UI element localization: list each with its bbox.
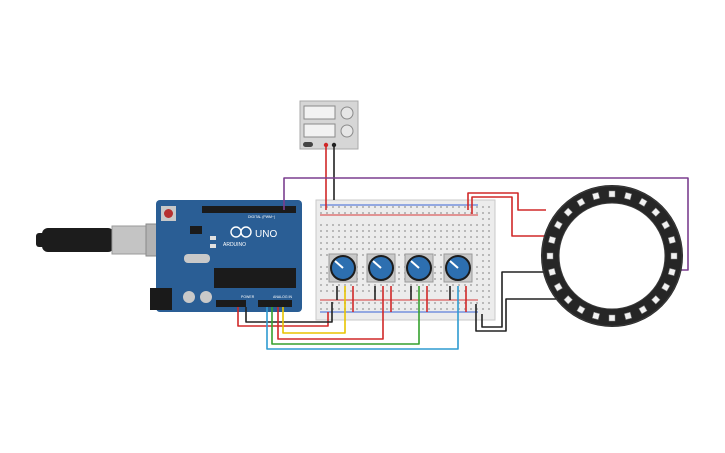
wires — [237, 145, 689, 350]
analog-label: ANALOG IN — [273, 295, 293, 299]
wire-ring-power-1 — [467, 192, 546, 211]
crystal — [184, 254, 210, 263]
neopixel-led — [670, 252, 678, 260]
arduino-logo — [230, 226, 252, 238]
neopixel-led — [563, 207, 573, 217]
power-switch[interactable] — [303, 142, 313, 147]
digital-header — [202, 206, 296, 213]
potentiometer-1[interactable] — [328, 253, 358, 283]
neopixel-led — [553, 220, 563, 230]
neopixel-led — [553, 282, 563, 292]
neopixel-led — [651, 295, 661, 305]
neopixel-led — [624, 192, 632, 201]
potentiometers — [328, 253, 473, 283]
neopixel-led — [608, 314, 616, 322]
neopixel-led — [608, 190, 616, 198]
analog-header — [258, 300, 292, 307]
wire-pot2-signal — [277, 286, 384, 340]
voltage-display — [303, 105, 336, 120]
power-supply[interactable] — [299, 100, 359, 150]
power-jack[interactable] — [150, 288, 172, 310]
current-display — [303, 123, 336, 138]
wire-ring-ground-1 — [481, 271, 546, 328]
wire-ring-power-2 — [471, 196, 546, 237]
wire-pot4-signal — [266, 286, 459, 350]
wire-arduino-gnd — [245, 302, 333, 323]
neopixel-led — [548, 236, 557, 244]
neopixel-led — [592, 192, 600, 201]
power-header — [216, 300, 246, 307]
arduino-brand-text: ARDUINO — [223, 242, 246, 248]
neopixel-ring[interactable] — [541, 185, 683, 327]
wire-data — [283, 177, 689, 271]
wire-pot3-signal — [271, 286, 420, 345]
wire-pot1-signal — [282, 286, 346, 334]
power-label: POWER — [241, 295, 255, 299]
arduino-uno-board[interactable]: ARDUINO UNO DIGITAL (PWM~) POWER ANALOG … — [150, 200, 302, 312]
neopixel-led — [667, 236, 676, 244]
neopixel-led — [563, 295, 573, 305]
neopixel-led — [548, 268, 557, 276]
voltage-knob[interactable] — [340, 106, 354, 120]
neopixel-led — [592, 311, 600, 320]
potentiometer-2[interactable] — [366, 253, 396, 283]
usb-cable[interactable] — [36, 223, 169, 257]
neopixel-led — [661, 220, 671, 230]
neopixel-led — [638, 305, 648, 315]
neopixel-led — [651, 207, 661, 217]
current-knob[interactable] — [340, 124, 354, 138]
neopixel-led — [638, 197, 648, 207]
potentiometer-3[interactable] — [404, 253, 434, 283]
atmega-chip — [214, 268, 296, 288]
neopixel-led — [624, 311, 632, 320]
arduino-model-text: UNO — [255, 229, 277, 240]
neopixel-led — [576, 197, 586, 207]
digital-label: DIGITAL (PWM~) — [248, 215, 275, 219]
neopixel-led — [546, 252, 554, 260]
neopixel-led — [661, 282, 671, 292]
potentiometer-4[interactable] — [443, 253, 473, 283]
neopixel-led — [576, 305, 586, 315]
wire-ring-ground-2 — [475, 298, 556, 332]
neopixel-led — [667, 268, 676, 276]
